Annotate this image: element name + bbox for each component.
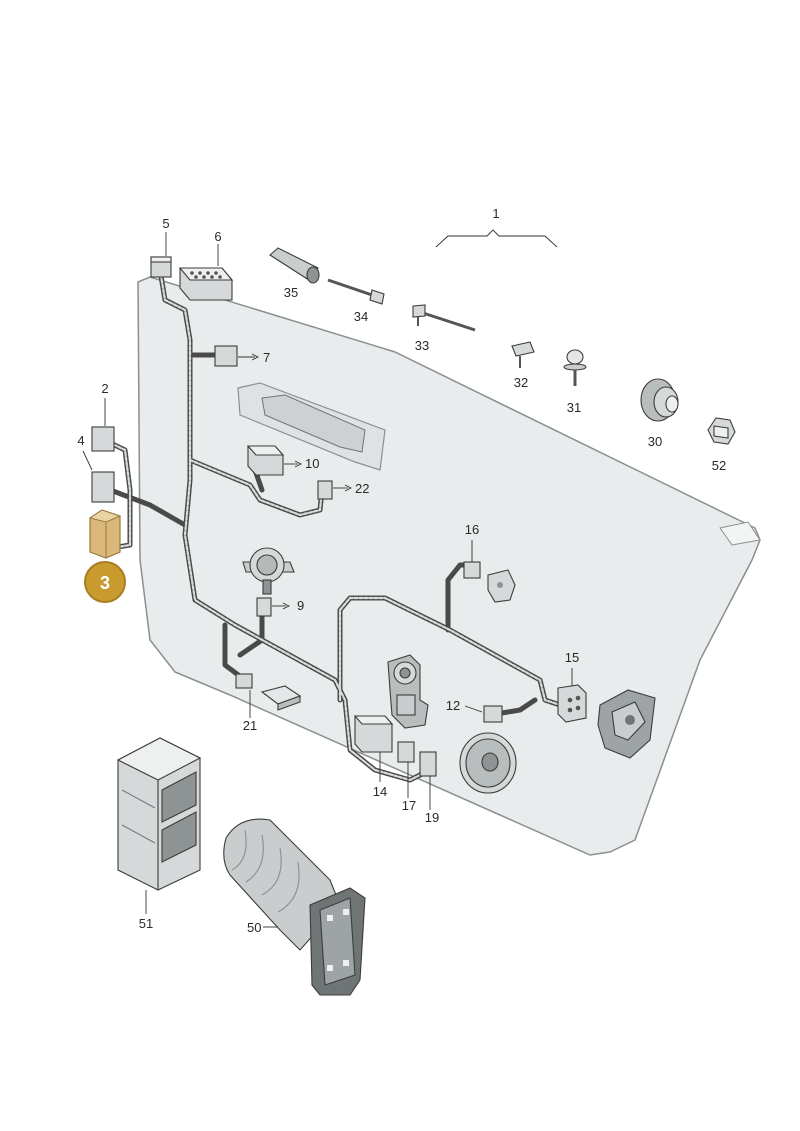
label-12: 12 xyxy=(446,698,460,713)
callout-badge-3[interactable]: 3 xyxy=(84,561,126,603)
bracket-51 xyxy=(116,737,202,891)
connector-12 xyxy=(483,705,503,723)
clip-32 xyxy=(511,341,535,368)
grip-sleeve-35 xyxy=(269,247,320,284)
callout-label-3: 3 xyxy=(100,573,110,593)
cable-tie-34 xyxy=(327,278,385,305)
label-14: 14 xyxy=(373,784,387,799)
label-9: 9 xyxy=(297,598,304,613)
grommet-30 xyxy=(640,378,679,422)
boot-50 xyxy=(223,818,366,996)
connector-15 xyxy=(557,684,587,723)
label-34: 34 xyxy=(354,309,368,324)
highlighted-part-3 xyxy=(88,509,122,559)
label-32: 32 xyxy=(514,375,528,390)
label-17: 17 xyxy=(402,798,416,813)
connector-14 xyxy=(353,715,394,753)
connector-10 xyxy=(246,445,285,476)
label-1: 1 xyxy=(492,206,499,221)
part-labels: 1 5 6 35 34 33 7 32 2 31 30 4 10 52 22 1… xyxy=(77,206,726,935)
label-16: 16 xyxy=(465,522,479,537)
label-33: 33 xyxy=(415,338,429,353)
label-52: 52 xyxy=(712,458,726,473)
label-21: 21 xyxy=(243,718,257,733)
label-50: 50 xyxy=(247,920,261,935)
connector-5 xyxy=(150,256,172,278)
door-panel-edge xyxy=(719,521,761,546)
label-4: 4 xyxy=(77,433,84,448)
cable-tie-33 xyxy=(412,304,476,332)
connector-2 xyxy=(91,426,115,452)
label-19: 19 xyxy=(425,810,439,825)
connector-19 xyxy=(419,751,437,777)
label-30: 30 xyxy=(648,434,662,449)
switch-unit xyxy=(260,685,302,711)
connector-9 xyxy=(256,597,272,617)
label-10: 10 xyxy=(305,456,319,471)
clip-31 xyxy=(563,349,587,386)
label-31: 31 xyxy=(567,400,581,415)
connector-7 xyxy=(214,345,238,367)
label-22: 22 xyxy=(355,481,369,496)
connector-21 xyxy=(235,673,253,689)
wiring-harness xyxy=(97,267,563,783)
door-handle xyxy=(261,394,366,453)
label-2: 2 xyxy=(101,381,108,396)
label-35: 35 xyxy=(284,285,298,300)
leader-lines xyxy=(82,229,573,928)
window-motor xyxy=(387,654,429,729)
connector-22 xyxy=(317,480,333,500)
connector-6 xyxy=(178,267,234,301)
loudspeaker xyxy=(459,732,517,794)
connector-17 xyxy=(397,741,415,763)
tweeter xyxy=(242,547,295,595)
door-lock xyxy=(597,689,656,759)
label-6: 6 xyxy=(214,229,221,244)
connector-16 xyxy=(463,561,481,579)
bracket-clip xyxy=(487,569,516,603)
label-15: 15 xyxy=(565,650,579,665)
label-7: 7 xyxy=(263,350,270,365)
label-51: 51 xyxy=(139,916,153,931)
label-5: 5 xyxy=(162,216,169,231)
connector-4 xyxy=(91,471,115,503)
nut-52 xyxy=(707,417,736,445)
